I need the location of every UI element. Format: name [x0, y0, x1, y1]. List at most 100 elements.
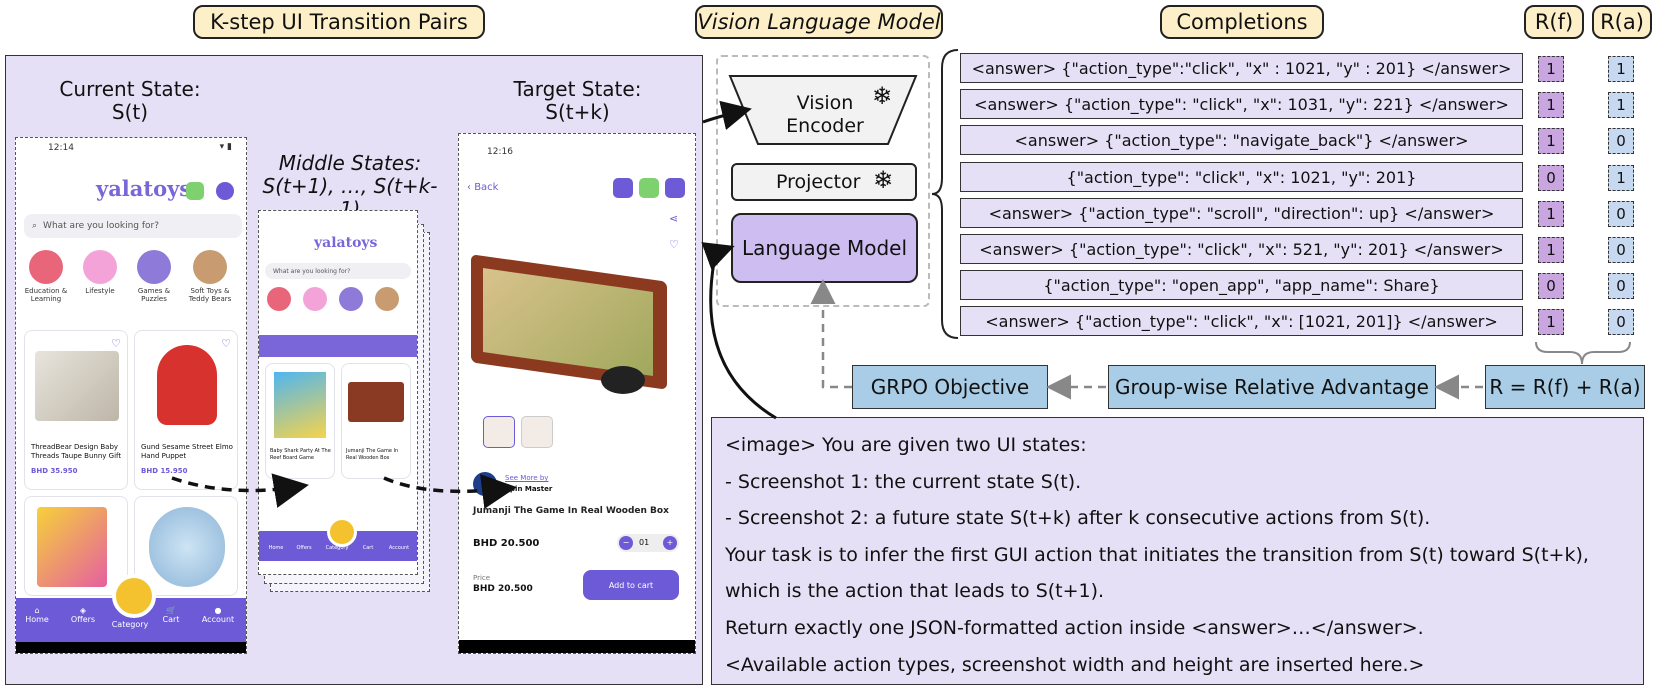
product-card-elmo[interactable]: ♡ Gund Sesame Street Elmo Hand Puppet BH… — [134, 330, 238, 490]
nav-cart[interactable]: Cart — [362, 545, 374, 551]
prompt-line-5: which is the action that leads to S(t+1)… — [725, 580, 1105, 602]
see-more-link[interactable]: See More by — [505, 474, 549, 482]
prompt-line-3: - Screenshot 2: a future state S(t+k) af… — [725, 507, 1431, 529]
completions-brace — [931, 49, 959, 339]
add-to-cart-button[interactable]: Add to cart — [583, 570, 679, 600]
product-main-image — [471, 254, 671, 412]
product-image — [274, 372, 326, 438]
thumbnail-1[interactable] — [483, 416, 515, 448]
product-image — [157, 345, 217, 425]
prompt-line-6: Return exactly one JSON-formatted action… — [725, 617, 1424, 639]
nav-home[interactable]: Home — [268, 545, 284, 551]
status-bar: 12:16 — [487, 147, 513, 157]
home-indicator — [16, 642, 246, 653]
search-input[interactable]: What are you looking for? — [265, 263, 411, 279]
product-price: BHD 15.950 — [141, 467, 188, 475]
category-soft-toys[interactable]: Soft Toys & Teddy Bears — [184, 250, 236, 303]
brand-name: Spin Master — [505, 485, 553, 493]
offers-icon[interactable] — [186, 182, 204, 200]
price-bottom: BHD 20.500 — [473, 584, 533, 594]
app-logo: yalatoys — [314, 235, 378, 251]
nav-account[interactable]: ●Account — [201, 606, 235, 624]
product-name: Baby Shark Party At The Reef Board Game — [270, 448, 331, 461]
home-indicator — [459, 640, 695, 653]
cart-icon[interactable] — [665, 178, 685, 198]
target-state-label: Target State:S(t+k) — [513, 77, 642, 124]
nav-category[interactable]: Category — [325, 545, 349, 551]
nav-cart[interactable]: 🛒Cart — [162, 606, 180, 624]
category-education[interactable]: Education & Learning — [22, 250, 70, 303]
heart-icon[interactable]: ♡ — [111, 337, 121, 350]
prompt-line-4: Your task is to infer the first GUI acti… — [725, 544, 1589, 566]
format-reward-cube: 1 — [1538, 56, 1564, 82]
category-fab[interactable] — [327, 517, 357, 547]
product-card-3[interactable] — [24, 496, 128, 596]
relative-advantage-box: Group-wise Relative Advantage — [1108, 365, 1436, 409]
app-logo: yalatoys — [96, 176, 192, 201]
nav-offers[interactable]: ◈Offers — [70, 606, 96, 624]
completions-title: Completions — [1160, 5, 1324, 39]
prompt-line-2: - Screenshot 1: the current state S(t). — [725, 471, 1082, 493]
price-label: Price — [473, 574, 491, 582]
product-image — [348, 382, 404, 422]
back-button[interactable]: ‹ Back — [467, 182, 499, 193]
accuracy-reward-cube: 0 — [1608, 309, 1634, 335]
heart-icon[interactable]: ♡ — [221, 337, 231, 350]
chevron-left-icon: ‹ — [467, 182, 475, 193]
search-input[interactable]: ⌕ What are you looking for? — [24, 214, 242, 238]
product-image — [37, 507, 107, 587]
product-card-bunny[interactable]: ♡ ThreadBear Design Baby Threads Taupe B… — [24, 330, 128, 490]
accuracy-reward-cube: 1 — [1608, 92, 1634, 118]
product-price: BHD 35.950 — [31, 467, 78, 475]
product-name: Gund Sesame Street Elmo Hand Puppet — [141, 443, 233, 460]
reward-box: R = R(f) + R(a) — [1485, 365, 1645, 409]
prompt-line-7: <Available action types, screenshot widt… — [725, 654, 1425, 676]
nav-offers[interactable]: Offers — [296, 545, 312, 551]
projector-box — [731, 163, 917, 201]
format-reward-cube: 0 — [1538, 165, 1564, 191]
product-title: Jumanji The Game In Real Wooden Box — [473, 506, 669, 516]
accuracy-reward-cube: 0 — [1608, 273, 1634, 299]
rf-title: R(f) — [1524, 5, 1584, 39]
quantity-stepper[interactable]: − 01 + — [617, 534, 679, 552]
accuracy-reward-cube: 0 — [1608, 237, 1634, 263]
category-games[interactable]: Games & Puzzles — [130, 250, 178, 303]
product-card-4[interactable] — [134, 496, 238, 596]
pairs-title: K-step UI Transition Pairs — [193, 5, 485, 39]
category-lifestyle[interactable]: Lifestyle — [76, 250, 124, 295]
search-icon: ⌕ — [32, 221, 38, 231]
bell-icon[interactable] — [216, 182, 234, 200]
completion-row: {"action_type": "click", "x": 1021, "y":… — [960, 162, 1523, 192]
accuracy-reward-cube: 1 — [1608, 165, 1634, 191]
product-name: Jumanji The Game In Real Wooden Box — [346, 448, 399, 461]
projector-label: Projector — [776, 171, 861, 193]
quantity-value: 01 — [639, 538, 650, 547]
thumbnail-2[interactable] — [521, 416, 553, 448]
product-card-jumanji[interactable]: Jumanji The Game In Real Wooden Box — [341, 363, 411, 479]
filter-bar — [259, 335, 417, 357]
snowflake-icon: ❄ — [873, 166, 894, 194]
product-card-babyshark[interactable]: Baby Shark Party At The Reef Board Game — [265, 363, 335, 479]
vision-encoder-label: Vision Encoder — [786, 92, 864, 137]
search-icon[interactable] — [613, 178, 633, 198]
grpo-objective-box: GRPO Objective — [852, 365, 1048, 409]
minus-icon[interactable]: − — [619, 536, 633, 550]
prompt-panel — [711, 417, 1644, 685]
completion-row: <answer> {"action_type": "click", "x": [… — [960, 306, 1523, 336]
middle-states-label: Middle States:S(t+1), …, S(t+k-1) — [262, 151, 438, 221]
format-reward-cube: 0 — [1538, 273, 1564, 299]
home-icon[interactable] — [639, 178, 659, 198]
share-icon[interactable]: ⋖ — [669, 212, 679, 225]
prompt-line-1: <image> You are given two UI states: — [725, 434, 1087, 456]
target-state-screenshot: 12:16 ‹ Back ⋖ ♡ See More by Spin Master… — [458, 133, 696, 654]
nav-category[interactable]: Category — [111, 620, 149, 629]
nav-account[interactable]: Account — [388, 545, 410, 551]
heart-icon[interactable]: ♡ — [669, 238, 679, 251]
format-reward-cube: 1 — [1538, 201, 1564, 227]
category-fab[interactable] — [112, 574, 156, 618]
nav-home[interactable]: ⌂Home — [25, 606, 49, 624]
language-model-box: Language Model — [731, 213, 918, 283]
product-price: BHD 20.500 — [473, 538, 540, 549]
accuracy-reward-cube: 1 — [1608, 56, 1634, 82]
plus-icon[interactable]: + — [663, 536, 677, 550]
